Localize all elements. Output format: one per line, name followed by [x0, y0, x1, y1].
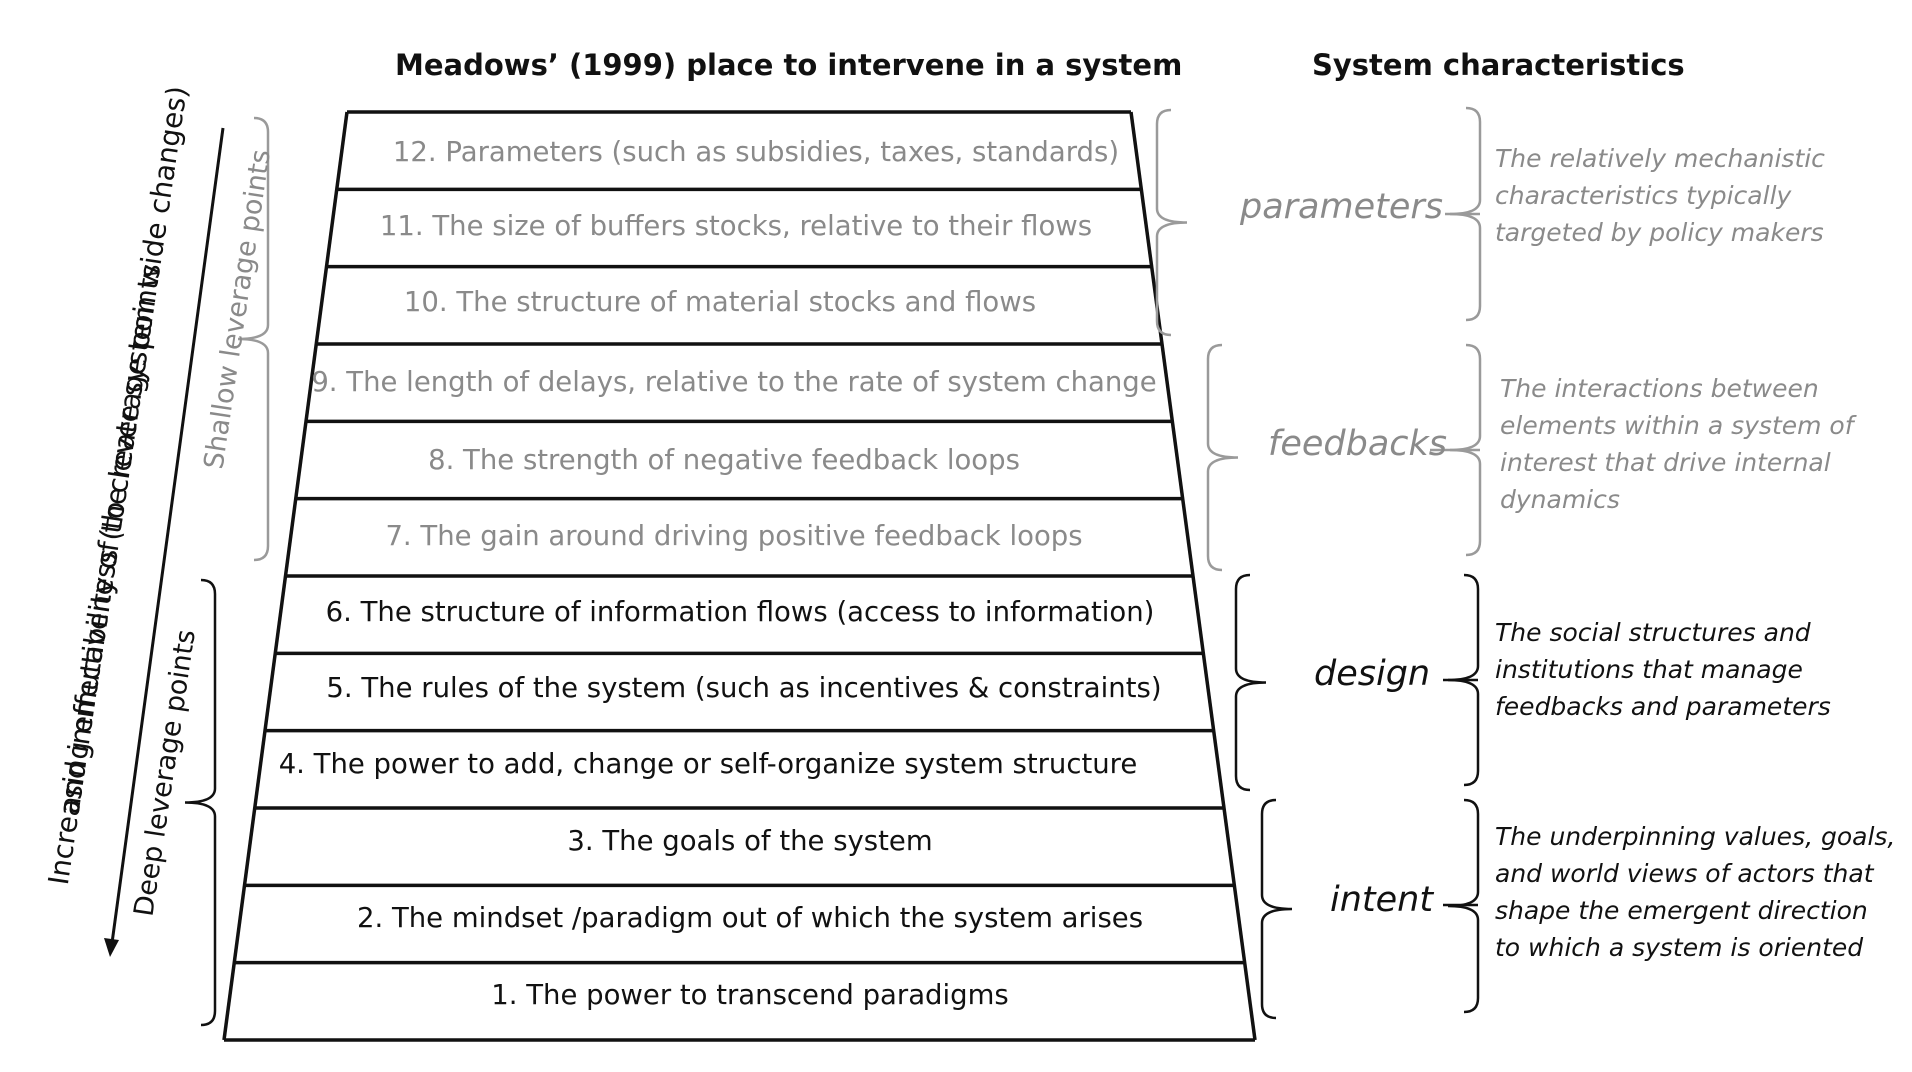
effectiveness-arrowhead [104, 938, 119, 957]
parameters-desc-brace [1449, 106, 1482, 322]
feedbacks-brace [1206, 343, 1239, 572]
description-line: to which a system is oriented [1495, 933, 1864, 962]
feedbacks-desc-brace [1449, 343, 1482, 557]
description-parameters: The relatively mechanistic characteristi… [1495, 140, 1912, 251]
shallow-brace [237, 116, 270, 562]
description-line: interest that drive internal [1500, 448, 1831, 477]
level-6: 6. The structure of information flows (a… [325, 596, 1155, 628]
deep-brace [184, 578, 217, 1027]
description-line: elements within a system of [1500, 411, 1854, 440]
level-1: 1. The power to transcend paradigms [491, 979, 1009, 1011]
category-parameters: parameters [1240, 187, 1444, 227]
effectiveness-arrow-shaft [110, 127, 225, 944]
diagram-title: Meadows’ (1999) place to intervene in a … [395, 48, 1183, 82]
level-11: 11. The size of buffers stocks, relative… [379, 210, 1093, 242]
description-line: feedbacks and parameters [1495, 692, 1831, 721]
category-intent: intent [1330, 880, 1434, 920]
description-line: The underpinning values, goals, [1495, 822, 1896, 851]
parameters-brace [1155, 108, 1188, 337]
design-desc-brace [1447, 573, 1480, 787]
description-line: The social structures and [1495, 618, 1811, 647]
description-feedbacks: The interactions between elements within… [1500, 370, 1912, 518]
level-10: 10. The structure of material stocks and… [403, 286, 1037, 318]
description-line: and world views of actors that [1495, 859, 1874, 888]
level-3: 3. The goals of the system [567, 825, 933, 857]
level-5: 5. The rules of the system (such as ince… [326, 672, 1162, 704]
level-12: 12. Parameters (such as subsidies, taxes… [392, 136, 1120, 168]
description-line: shape the emergent direction [1495, 896, 1868, 925]
description-line: The interactions between [1500, 374, 1819, 403]
description-line: dynamics [1500, 485, 1620, 514]
intent-desc-brace [1447, 798, 1480, 1014]
level-2: 2. The mindset /paradigm out of which th… [356, 902, 1144, 934]
description-design: The social structures and institutions t… [1495, 614, 1912, 725]
category-feedbacks: feedbacks [1268, 424, 1448, 464]
system-characteristics-title: System characteristics [1312, 48, 1685, 82]
intent-brace [1260, 798, 1293, 1020]
level-9: 9. The length of delays, relative to the… [311, 366, 1157, 398]
description-line: targeted by policy makers [1495, 218, 1824, 247]
level-8: 8. The strength of negative feedback loo… [428, 444, 1020, 476]
description-line: The relatively mechanistic [1495, 144, 1825, 173]
description-line: characteristics typically [1495, 181, 1792, 210]
design-brace [1234, 573, 1267, 792]
level-7: 7. The gain around driving positive feed… [385, 520, 1083, 552]
description-intent: The underpinning values, goals, and worl… [1495, 818, 1912, 966]
category-design: design [1314, 654, 1431, 694]
description-line: institutions that manage [1495, 655, 1803, 684]
level-4: 4. The power to add, change or self-orga… [278, 748, 1138, 780]
